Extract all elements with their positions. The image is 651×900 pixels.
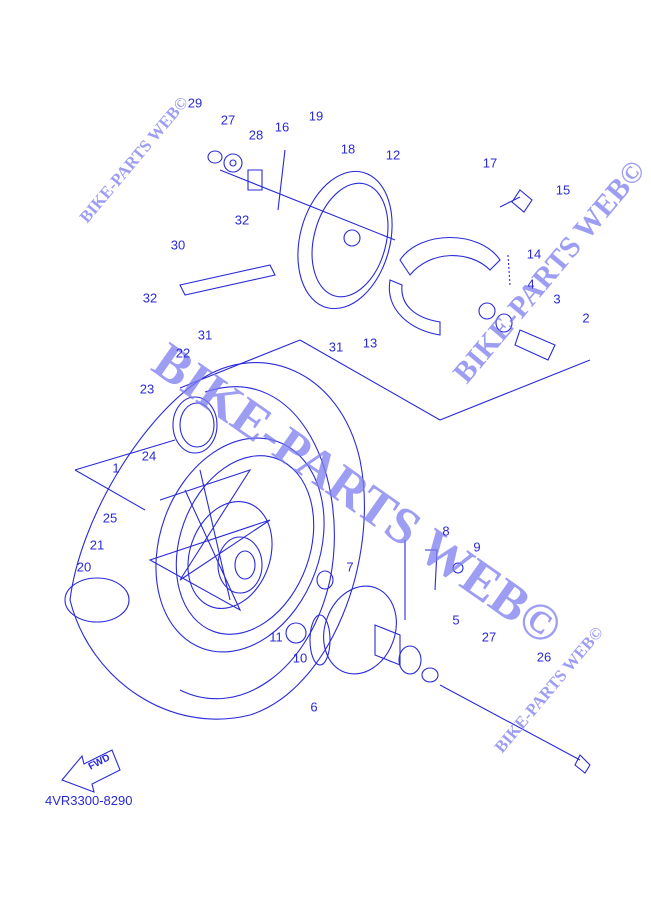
callout-part-27[interactable]: 27 bbox=[481, 629, 497, 645]
callout-part-31[interactable]: 31 bbox=[197, 327, 213, 343]
brake-plate-12 bbox=[297, 170, 393, 310]
callout-part-13[interactable]: 13 bbox=[362, 335, 378, 351]
callout-part-6[interactable]: 6 bbox=[310, 699, 318, 715]
callout-part-14[interactable]: 14 bbox=[526, 246, 542, 262]
callout-part-25[interactable]: 25 bbox=[102, 510, 118, 526]
callout-part-9[interactable]: 9 bbox=[473, 539, 481, 555]
callout-part-29[interactable]: 29 bbox=[187, 95, 203, 111]
callout-part-27[interactable]: 27 bbox=[220, 112, 236, 128]
callout-part-8[interactable]: 8 bbox=[442, 523, 450, 539]
hub bbox=[217, 536, 263, 594]
callout-part-30[interactable]: 30 bbox=[170, 237, 186, 253]
callout-part-28[interactable]: 28 bbox=[248, 127, 264, 143]
rim-and-spokes bbox=[148, 437, 325, 653]
callout-part-31[interactable]: 31 bbox=[328, 339, 344, 355]
tube-23 bbox=[172, 396, 218, 454]
callout-part-19[interactable]: 19 bbox=[308, 108, 324, 124]
callout-part-10[interactable]: 10 bbox=[292, 650, 308, 666]
callout-part-17[interactable]: 17 bbox=[482, 155, 498, 171]
callout-part-32[interactable]: 32 bbox=[142, 290, 158, 306]
callout-part-26[interactable]: 26 bbox=[536, 649, 552, 665]
leader-lines bbox=[74, 169, 591, 620]
callout-part-11[interactable]: 11 bbox=[269, 629, 283, 645]
callout-part-2[interactable]: 2 bbox=[582, 310, 590, 326]
callout-part-20[interactable]: 20 bbox=[76, 559, 92, 575]
callout-part-7[interactable]: 7 bbox=[346, 559, 354, 575]
fwd-arrow-icon bbox=[61, 749, 121, 793]
callout-part-12[interactable]: 12 bbox=[385, 147, 401, 163]
small-parts bbox=[179, 149, 591, 774]
callout-part-22[interactable]: 22 bbox=[175, 345, 191, 361]
callout-part-3[interactable]: 3 bbox=[553, 291, 561, 307]
callout-part-21[interactable]: 21 bbox=[89, 537, 105, 553]
part-code: 4VR3300-8290 bbox=[45, 793, 133, 808]
callout-part-5[interactable]: 5 bbox=[452, 612, 460, 628]
callout-part-1[interactable]: 1 bbox=[112, 460, 120, 476]
brake-shoes-13 bbox=[388, 236, 501, 336]
callout-part-23[interactable]: 23 bbox=[139, 381, 155, 397]
callout-part-16[interactable]: 16 bbox=[274, 119, 290, 135]
callout-part-15[interactable]: 15 bbox=[555, 182, 571, 198]
callout-part-32[interactable]: 32 bbox=[234, 212, 250, 228]
callout-part-24[interactable]: 24 bbox=[141, 448, 157, 464]
callout-part-18[interactable]: 18 bbox=[340, 141, 356, 157]
callout-part-4[interactable]: 4 bbox=[527, 276, 535, 292]
tire bbox=[64, 362, 365, 720]
